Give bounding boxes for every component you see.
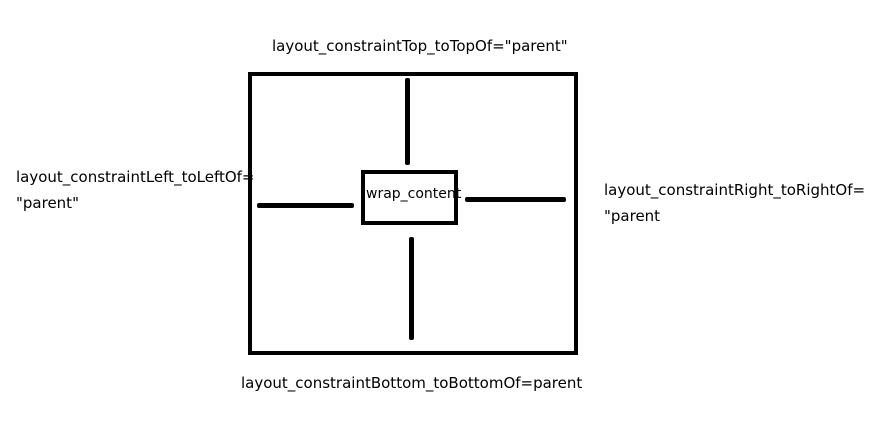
constraint-right-line [465,197,566,202]
constraint-right-text-line1: layout_constraintRight_toRightOf= [604,181,866,199]
constraint-right-text-line2: "parent [604,207,661,225]
constraint-bottom-line [409,237,414,340]
constraint-bottom-label: layout_constraintBottom_toBottomOf=paren… [241,370,582,396]
child-view-box: wrap_content [361,170,462,225]
constraint-left-text-line2: "parent" [16,194,79,212]
constraint-right-label: layout_constraintRight_toRightOf= "paren… [604,177,865,229]
constraint-left-line [257,203,354,208]
constraint-left-label: layout_constraintLeft_toLeftOf= "parent" [16,164,255,216]
child-view-label: wrap_content [366,186,462,202]
constraint-bottom-text: layout_constraintBottom_toBottomOf=paren… [241,374,583,392]
constraint-left-text-line1: layout_constraintLeft_toLeftOf= [16,168,255,186]
parent-container-box [248,72,578,355]
constraint-top-text: layout_constraintTop_toTopOf="parent" [272,37,568,55]
constraint-top-line [405,78,410,165]
constraint-top-label: layout_constraintTop_toTopOf="parent" [272,33,568,59]
